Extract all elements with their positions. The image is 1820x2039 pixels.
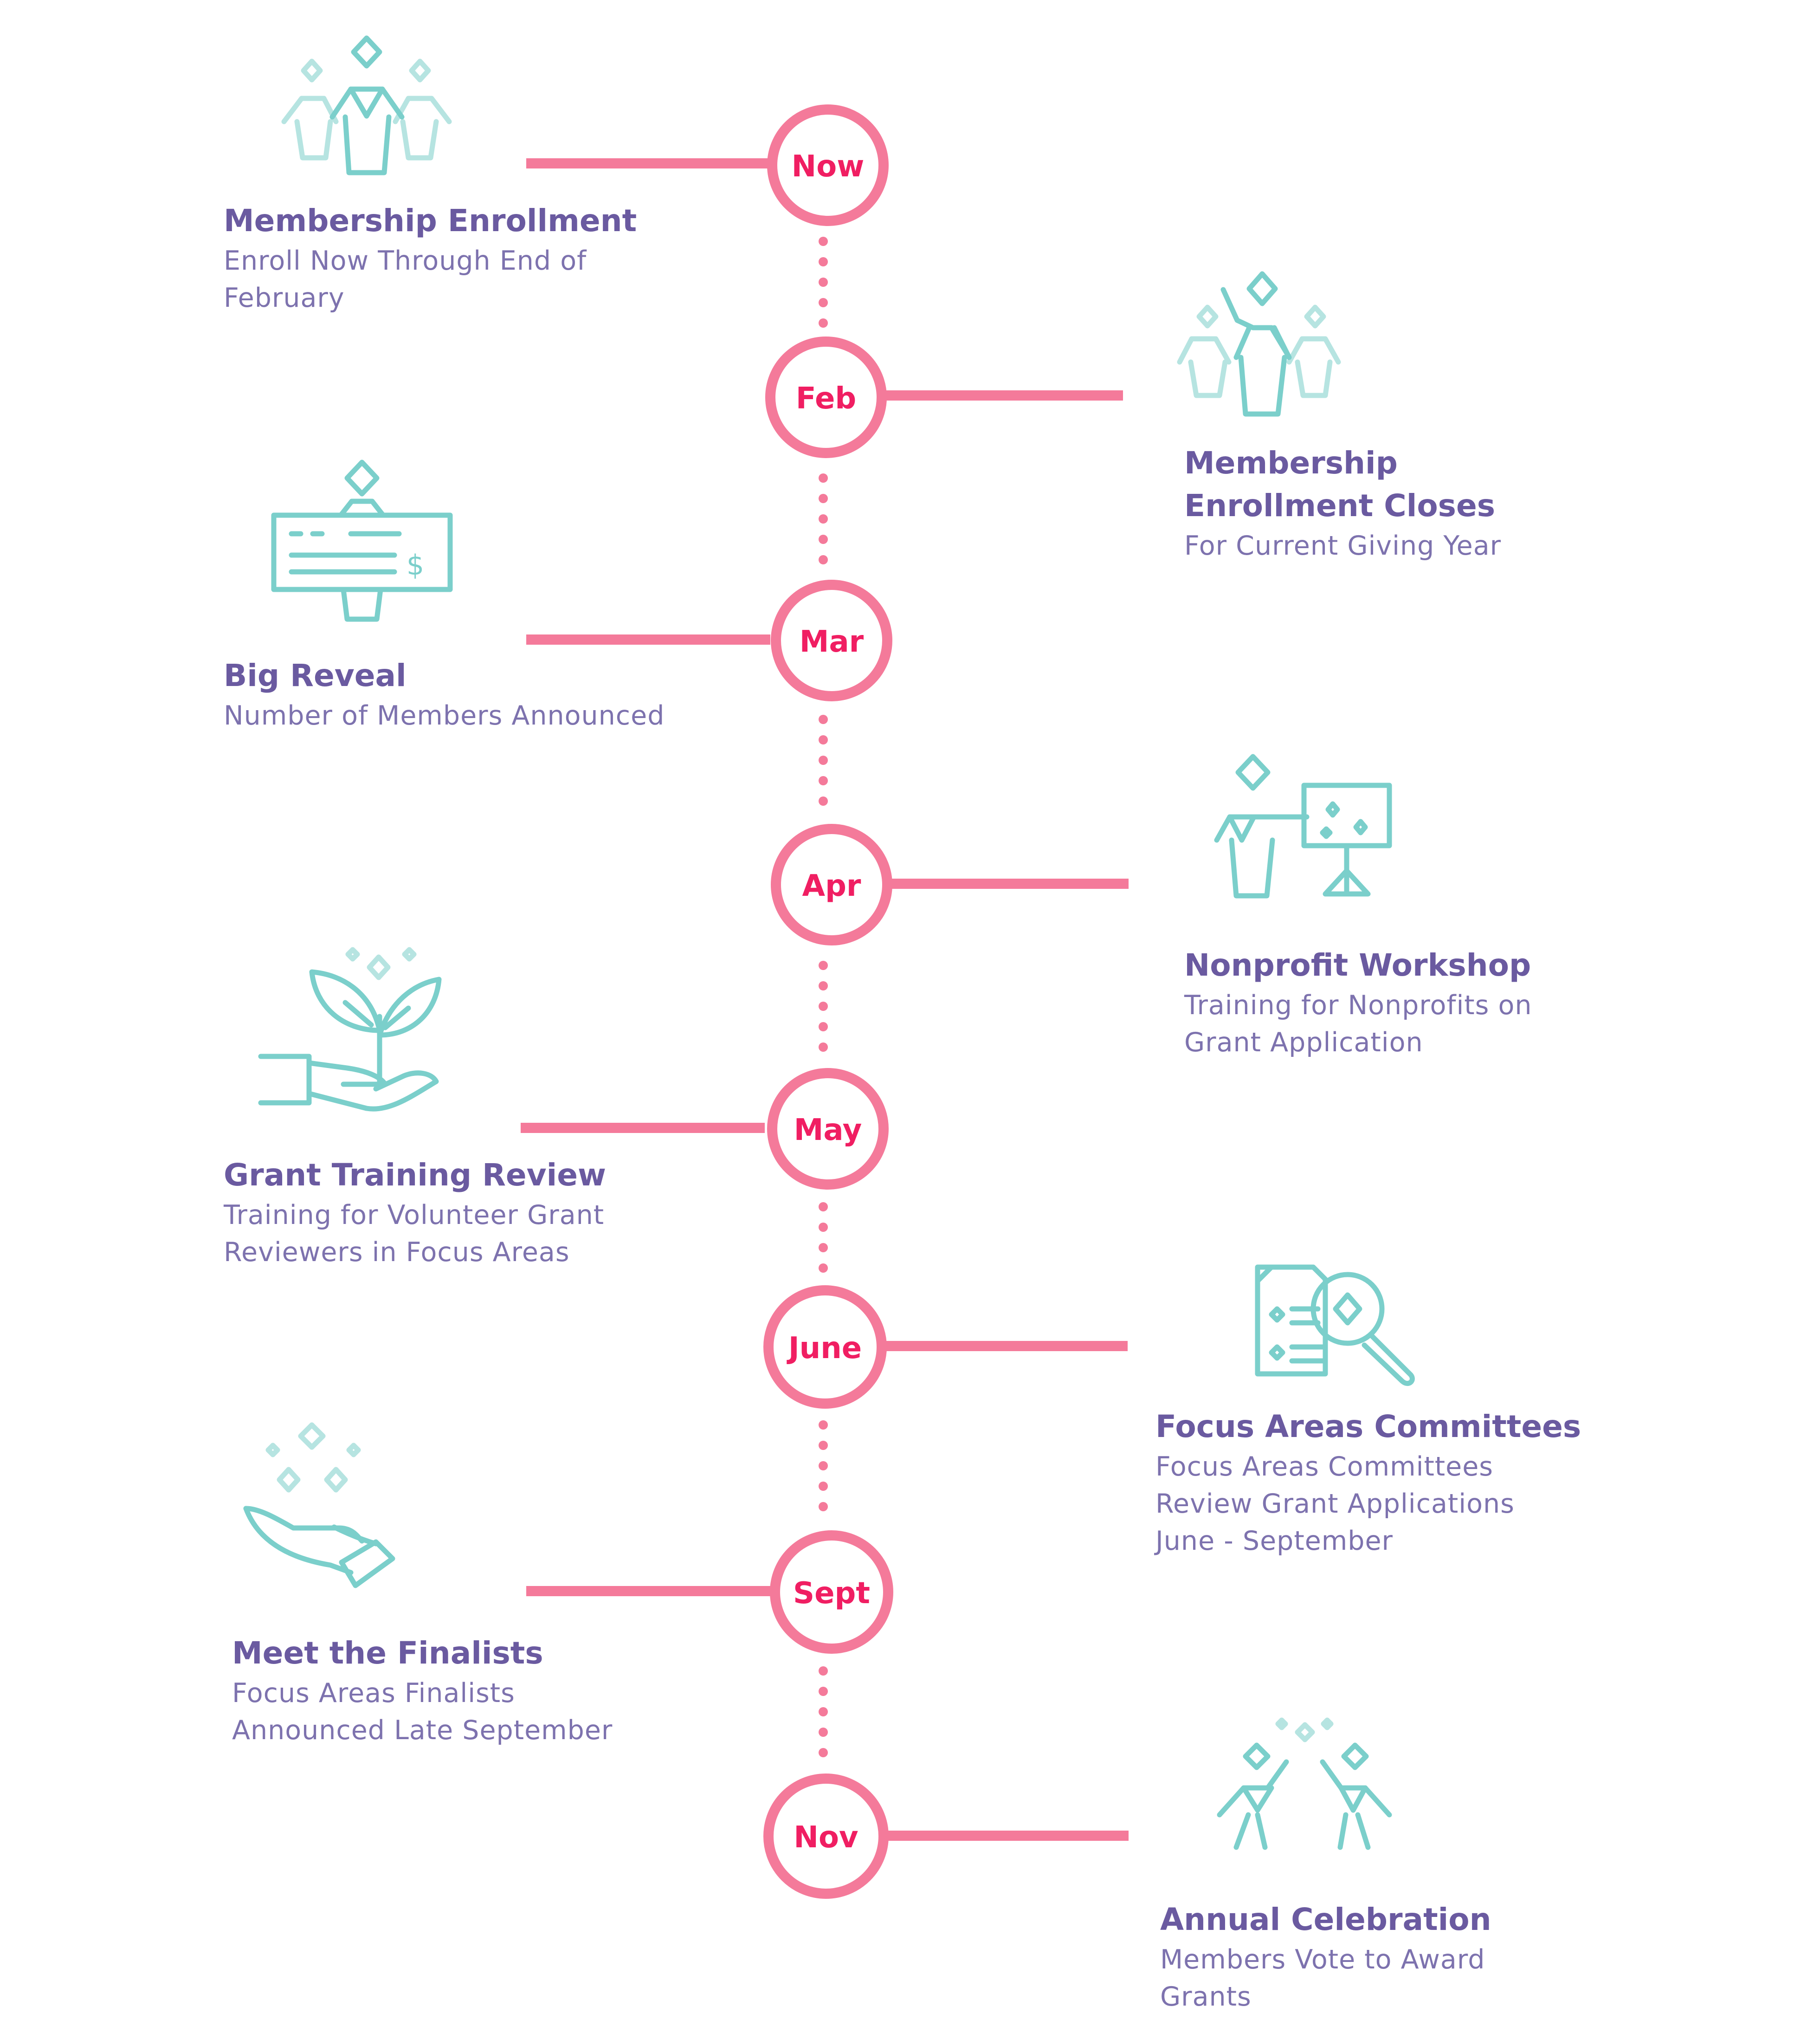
event-title: Nonprofit Workshop bbox=[1184, 947, 1531, 983]
event-desc-line: For Current Giving Year bbox=[1184, 531, 1502, 561]
event-sept: Meet the Finalists Focus Areas Finalists… bbox=[232, 1632, 613, 1749]
event-may: Grant Training Review Training for Volun… bbox=[224, 1154, 606, 1271]
node-label: June bbox=[787, 1331, 862, 1366]
event-mar: Big Reveal Number of Members Announced bbox=[224, 654, 665, 734]
node-label: Mar bbox=[800, 625, 864, 659]
event-desc-line: Focus Areas Finalists bbox=[232, 1678, 515, 1709]
node-apr: Apr bbox=[771, 824, 892, 945]
event-desc-line: Grants bbox=[1160, 1981, 1252, 2012]
event-title: Focus Areas Committees bbox=[1155, 1409, 1581, 1444]
event-feb: Membership Enrollment Closes For Current… bbox=[1184, 442, 1501, 564]
event-desc-line: Training for Nonprofits on bbox=[1184, 990, 1532, 1021]
event-desc: Number of Members Announced bbox=[224, 697, 665, 734]
node-label: Feb bbox=[796, 382, 856, 416]
event-desc-line: Announced Late September bbox=[232, 1715, 613, 1746]
event-desc-line: February bbox=[224, 283, 345, 313]
event-desc: For Current Giving Year bbox=[1184, 527, 1501, 564]
event-june: Focus Areas Committees Focus Areas Commi… bbox=[1155, 1405, 1581, 1560]
node-label: Now bbox=[792, 149, 865, 184]
event-desc-line: Number of Members Announced bbox=[224, 700, 665, 731]
horizontal-connectors bbox=[521, 158, 1129, 1841]
node-circle bbox=[763, 1774, 889, 1899]
node-label: May bbox=[794, 1113, 862, 1147]
node-nov: Nov bbox=[763, 1774, 889, 1899]
event-desc-line: Grant Application bbox=[1184, 1027, 1423, 1058]
event-desc: Training for Nonprofits on Grant Applica… bbox=[1184, 987, 1532, 1061]
node-circle bbox=[765, 337, 887, 458]
node-sept: Sept bbox=[770, 1530, 893, 1654]
event-now: Membership Enrollment Enroll Now Through… bbox=[224, 200, 637, 317]
node-feb: Feb bbox=[765, 337, 887, 458]
event-desc: Focus Areas Finalists Announced Late Sep… bbox=[232, 1675, 613, 1749]
node-may: May bbox=[767, 1068, 889, 1190]
node-label: Sept bbox=[793, 1576, 870, 1611]
event-title: Membership bbox=[1184, 445, 1398, 481]
event-title: Enrollment Closes bbox=[1184, 488, 1495, 524]
node-mar: Mar bbox=[771, 580, 892, 701]
event-desc-line: Members Vote to Award bbox=[1160, 1944, 1485, 1975]
node-june: June bbox=[763, 1285, 887, 1409]
event-desc-line: Review Grant Applications bbox=[1155, 1489, 1515, 1519]
node-circle bbox=[771, 824, 892, 945]
event-title: Annual Celebration bbox=[1160, 1902, 1491, 1937]
event-apr: Nonprofit Workshop Training for Nonprofi… bbox=[1184, 944, 1532, 1061]
event-desc: Focus Areas Committees Review Grant Appl… bbox=[1155, 1448, 1581, 1560]
node-circle bbox=[767, 1068, 889, 1190]
event-desc-line: June - September bbox=[1155, 1526, 1393, 1556]
node-circle bbox=[771, 580, 892, 701]
node-circle bbox=[770, 1530, 893, 1654]
timeline-nodes: Now Feb Mar Apr May June Sept Nov bbox=[763, 104, 893, 1899]
event-desc-line: Enroll Now Through End of bbox=[224, 246, 587, 276]
event-nov: Annual Celebration Members Vote to Award… bbox=[1160, 1898, 1491, 2015]
node-circle bbox=[763, 1285, 887, 1409]
event-desc-line: Reviewers in Focus Areas bbox=[224, 1237, 570, 1268]
node-label: Apr bbox=[802, 869, 861, 903]
event-title: Big Reveal bbox=[224, 658, 407, 693]
node-circle bbox=[767, 104, 889, 226]
event-title: Meet the Finalists bbox=[232, 1635, 543, 1671]
event-desc-line: Training for Volunteer Grant bbox=[224, 1200, 605, 1230]
event-desc: Enroll Now Through End of February bbox=[224, 242, 637, 317]
event-desc: Members Vote to Award Grants bbox=[1160, 1941, 1491, 2015]
event-desc: Training for Volunteer Grant Reviewers i… bbox=[224, 1197, 606, 1271]
event-title: Grant Training Review bbox=[224, 1157, 607, 1193]
node-now: Now bbox=[767, 104, 889, 226]
node-label: Nov bbox=[794, 1820, 858, 1855]
event-desc-line: Focus Areas Committees bbox=[1155, 1451, 1493, 1482]
event-title: Membership Enrollment bbox=[224, 203, 637, 239]
